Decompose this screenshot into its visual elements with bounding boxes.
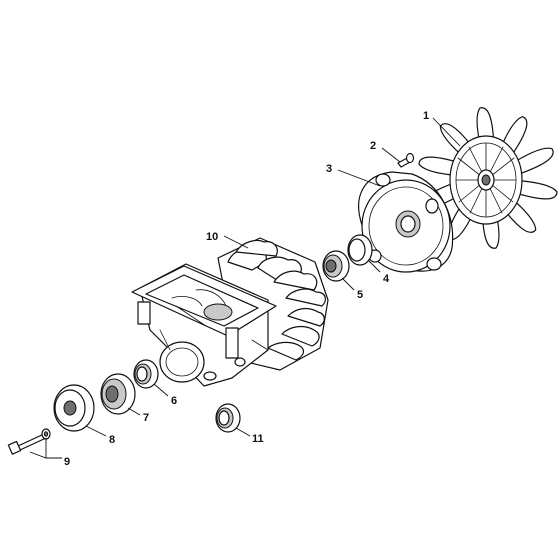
part-4-ring: [347, 234, 373, 266]
leader-9: [29, 438, 62, 459]
callouts: 1 2 3 4 5 6 7 8 9 10 11: [64, 110, 429, 468]
leader-8: [85, 425, 107, 437]
callout-6: 6: [171, 395, 177, 407]
part-6-seal: [133, 359, 159, 389]
part-1-fan: [418, 107, 558, 249]
callout-2: 2: [370, 140, 376, 152]
callout-5: 5: [357, 289, 363, 301]
part-3-flange: [358, 171, 454, 273]
leader-5: [341, 277, 355, 291]
part-7-bearing: [100, 373, 136, 415]
part-8-disc: [53, 384, 95, 432]
leader-lines: [29, 117, 461, 459]
leader-10: [223, 235, 249, 249]
leader-6: [153, 383, 169, 397]
callout-11: 11: [252, 433, 264, 445]
part-11-seal: [215, 403, 241, 433]
callout-1: 1: [423, 110, 429, 122]
part-10-housing: [131, 237, 329, 387]
leader-1: [432, 117, 461, 147]
leader-3: [337, 169, 381, 187]
callout-4: 4: [383, 273, 390, 285]
callout-10: 10: [206, 231, 218, 243]
callout-3: 3: [326, 163, 332, 175]
part-2-screw: [397, 152, 415, 168]
part-5-bearing: [322, 250, 350, 282]
callout-8: 8: [109, 434, 115, 446]
part-9-bolt-washer: [7, 428, 51, 455]
callout-9: 9: [64, 456, 70, 468]
leader-7: [127, 407, 141, 416]
callout-7: 7: [143, 412, 149, 424]
leader-2: [381, 147, 401, 163]
leader-11: [235, 427, 251, 437]
leader-4: [367, 259, 381, 273]
